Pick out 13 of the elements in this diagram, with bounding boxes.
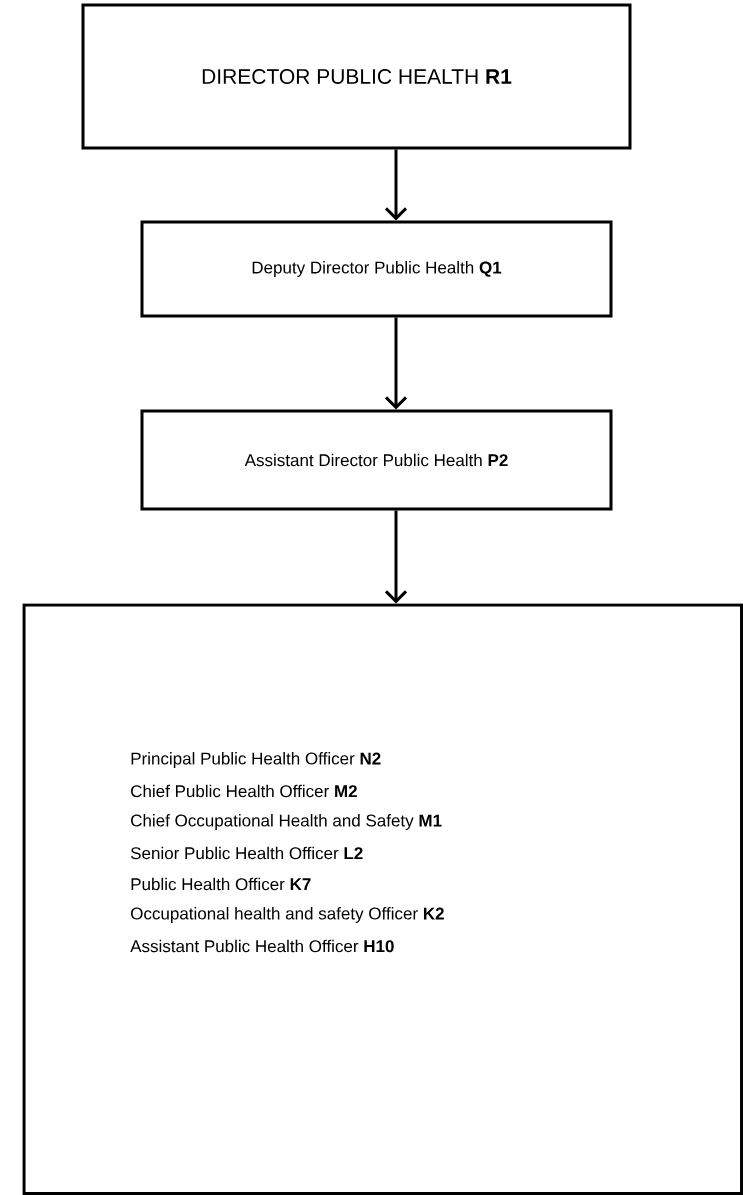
job-title: Occupational health and safety Officer K2 (131, 907, 444, 923)
arrow (384, 510, 408, 604)
job-title: Assistant Public Health Officer H10 (130, 939, 394, 953)
arrow (384, 317, 408, 410)
title-box: Assistant Director Public Health P2 (140, 409, 613, 511)
job-title: Principal Public Health Officer N2 (131, 752, 381, 768)
job-title: Senior Public Health Officer L2 (130, 846, 363, 860)
arrow (384, 149, 408, 221)
title-box: Deputy Director Public Health Q1 (140, 220, 613, 318)
job-title: Chief Occupational Health and Safety M1 (131, 814, 442, 830)
job-title: Chief Public Health Officer M2 (131, 784, 357, 798)
job-title: Public Health Officer K7 (131, 877, 311, 891)
title-box: DIRECTOR PUBLIC HEALTH R1 (81, 3, 632, 150)
